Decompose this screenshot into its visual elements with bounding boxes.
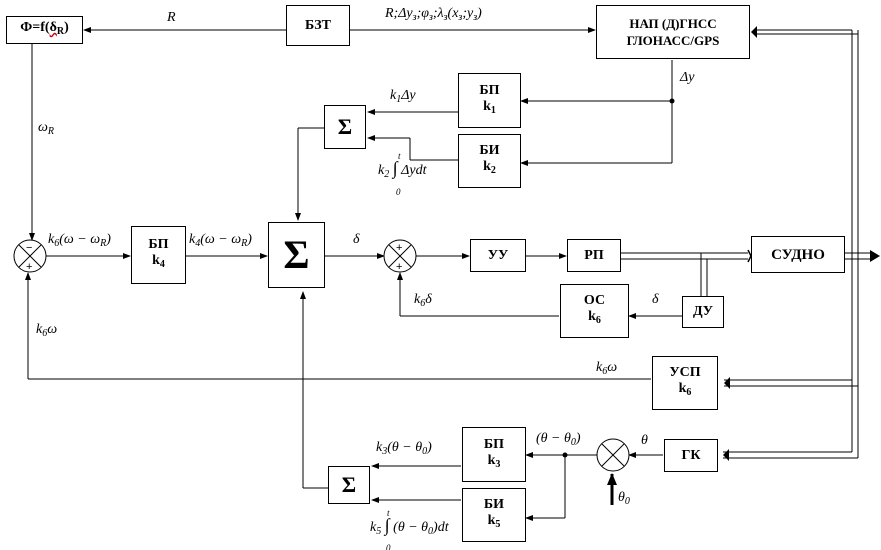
signal-k6-delta: k6δ xyxy=(414,292,432,309)
signal-delta: δ xyxy=(353,232,360,247)
du-block: ДУ xyxy=(682,296,724,328)
svg-text:+: + xyxy=(26,261,32,273)
svg-text:+: + xyxy=(396,261,402,273)
signal-k6-diff: k6(ω − ωR) xyxy=(48,232,111,249)
bzt-block: БЗТ xyxy=(286,5,350,46)
signal-bzt-output: R;Δyз;φз;λз(xз;yз) xyxy=(385,6,482,23)
signal-theta0: θ0 xyxy=(618,490,630,507)
rp-block: РП xyxy=(567,239,621,272)
sum-bottom-block: Σ xyxy=(328,466,370,504)
signal-k5-integral: k5 ∫ (θ − θ0)dt xyxy=(370,515,449,537)
signal-omega-r: ωR xyxy=(38,120,54,137)
signal-k2-lower: 0 xyxy=(396,187,401,197)
signal-k1dy: k1Δy xyxy=(390,88,416,105)
svg-text:+: + xyxy=(396,242,402,254)
signal-k3-theta: k3(θ − θ0) xyxy=(376,440,432,457)
signal-theta: θ xyxy=(641,433,648,448)
signal-k6-omega-right: k6ω xyxy=(596,360,618,377)
svg-text:−: − xyxy=(26,242,32,254)
uu-block: УУ xyxy=(470,239,526,272)
signal-theta-diff: (θ − θ0) xyxy=(536,431,581,448)
signal-k2-integral: k2 ∫ Δydt xyxy=(378,158,427,180)
signal-k6-omega-left: k6ω xyxy=(36,322,58,339)
sum-top-block: Σ xyxy=(324,105,366,149)
sudno-block: СУДНО xyxy=(751,236,845,273)
signal-k5-lower: 0 xyxy=(386,543,391,550)
gk-block: ГК xyxy=(664,439,718,472)
signal-k5-upper: t xyxy=(387,508,390,518)
signal-delta-du: δ xyxy=(652,292,659,307)
phi-block: Ф=f(δR) xyxy=(6,16,83,44)
signal-dy: Δy xyxy=(680,70,695,85)
signal-k2-upper: t xyxy=(398,151,401,161)
signal-k4-diff: k4(ω − ωR) xyxy=(189,232,252,249)
sum-main-block: Σ xyxy=(268,222,325,288)
signal-r: R xyxy=(167,10,176,25)
